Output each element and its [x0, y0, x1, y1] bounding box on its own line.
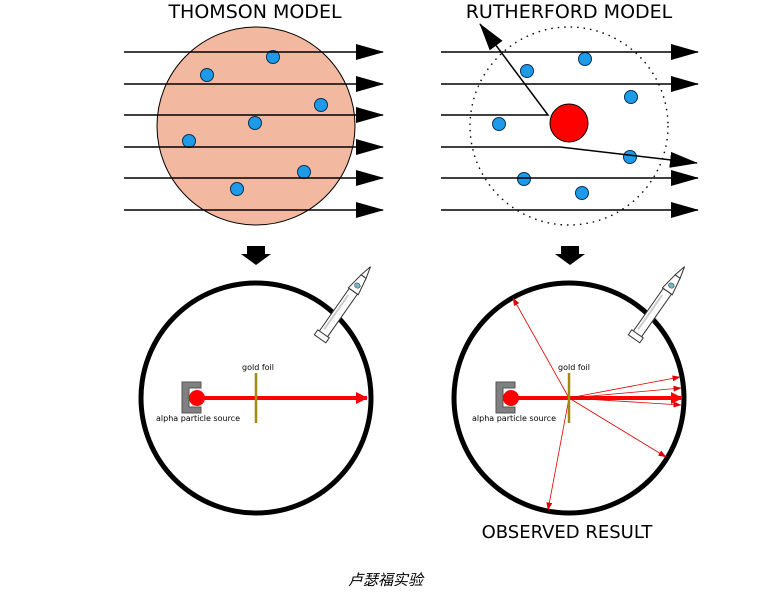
alpha-source-label: alpha particle source [156, 414, 240, 423]
rutherford-model-title: RUTHERFORD MODEL [466, 1, 673, 23]
scatter-ray [546, 397, 570, 511]
alpha-path-deflected-back-arrow [441, 23, 550, 116]
down-arrow-icon [241, 246, 271, 265]
electron [314, 98, 328, 112]
electron [297, 165, 311, 179]
thomson-model-title: THOMSON MODEL [167, 1, 341, 23]
scattered-alpha-rays [512, 297, 682, 511]
rutherford-electrons [492, 52, 638, 200]
thomson-electrons [182, 50, 328, 196]
electron [266, 50, 280, 64]
alpha-source-label: alpha particle source [472, 414, 556, 423]
gold-foil-label: gold foil [242, 363, 274, 372]
alpha-path-deflected-arrow [441, 146, 698, 168]
scatter-ray [568, 397, 667, 458]
alpha-source-box [495, 381, 516, 414]
nucleus [549, 103, 589, 143]
rutherford-atom [441, 23, 699, 226]
scatter-ray [568, 385, 682, 399]
electron [520, 64, 534, 78]
figure-caption: 卢瑟福实验 [347, 571, 423, 589]
microscope-icon [627, 266, 685, 344]
scatter-ray [568, 375, 681, 399]
electron [624, 90, 638, 104]
scatter-ray [568, 397, 682, 408]
observed-result-label: OBSERVED RESULT [482, 522, 654, 543]
electron [517, 172, 531, 186]
electron [248, 116, 262, 130]
electron [623, 150, 637, 164]
thomson-atom [124, 26, 384, 226]
thomson-detector: gold foil alpha particle source [138, 266, 374, 516]
electron [230, 182, 244, 196]
atom-boundary [469, 26, 669, 226]
scatter-ray [512, 297, 570, 399]
alpha-source-box [181, 381, 202, 414]
electron [182, 134, 196, 148]
rutherford-detector: gold foil alpha particle source [451, 266, 687, 516]
electron [575, 186, 589, 200]
microscope-icon [313, 266, 371, 344]
electron [578, 52, 592, 66]
thomson-alpha-paths [124, 44, 384, 218]
rutherford-alpha-paths [441, 23, 699, 218]
electron [200, 68, 214, 82]
gold-foil-label: gold foil [558, 363, 590, 372]
down-arrow-icon [555, 246, 585, 265]
electron [492, 117, 506, 131]
